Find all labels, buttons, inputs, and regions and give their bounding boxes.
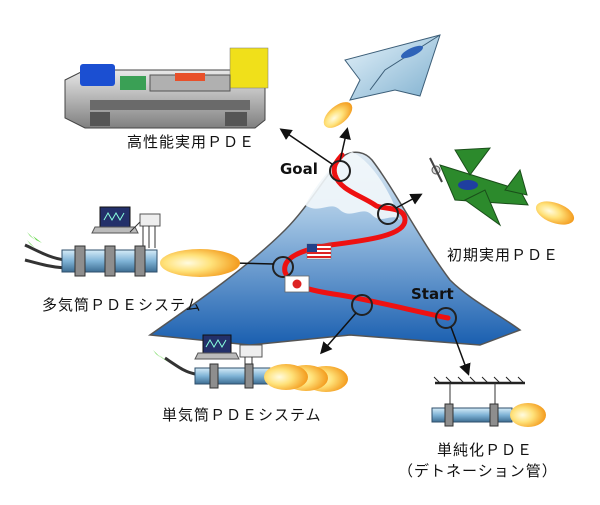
milestones	[272, 160, 457, 329]
simplified-pde-label: 単純化ＰＤＥ	[437, 441, 534, 459]
milestone-start	[435, 307, 457, 329]
detonation-tube-icon	[431, 376, 546, 427]
arrows	[185, 127, 471, 376]
detonation-tube-label: （デトネーション管）	[398, 462, 558, 480]
milestone-initial	[377, 203, 399, 225]
single-tube-pde-label: 単気筒ＰＤＥシステム	[162, 406, 322, 424]
jet-aircraft-icon	[323, 34, 441, 128]
milestone-single	[351, 294, 373, 316]
us-flag-icon	[306, 243, 332, 260]
multi-tube-pde-icon	[24, 206, 240, 277]
high-performance-pde-label: 高性能実用ＰＤＥ	[127, 133, 256, 151]
propeller-aircraft-icon	[429, 147, 575, 227]
start-label: Start	[411, 285, 454, 303]
multi-tube-pde-label: 多気筒ＰＤＥシステム	[42, 296, 202, 314]
initial-practical-pde-label: 初期実用ＰＤＥ	[447, 246, 560, 264]
milestone-multi	[272, 256, 294, 278]
laptop-icon	[194, 334, 240, 360]
pde-engine-icon	[64, 47, 269, 129]
laptop-icon	[91, 206, 139, 234]
goal-label: Goal	[280, 160, 318, 178]
roadmap-path	[282, 152, 451, 321]
single-tube-pde-icon	[153, 334, 348, 392]
japan-flag-icon	[284, 275, 310, 293]
